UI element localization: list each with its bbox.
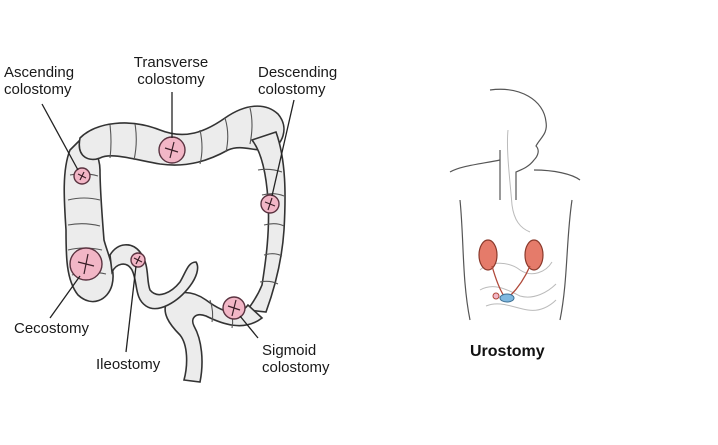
label-descending-line2: colostomy	[258, 81, 326, 98]
urostomy-title: Urostomy	[470, 343, 545, 360]
leader-ileostomy	[125, 265, 137, 353]
stoma-transverse	[158, 136, 186, 164]
label-sigmoid-line1: Sigmoid	[262, 342, 317, 359]
label-ascending-line2: colostomy	[4, 81, 72, 98]
leader-ascending	[41, 103, 79, 171]
leader-descending	[271, 99, 295, 197]
label-sigmoid-colostomy: Sigmoid colostomy	[262, 342, 330, 376]
stoma-ascending	[73, 167, 91, 185]
leader-sigmoid	[239, 315, 259, 339]
label-descending-line1: Descending	[258, 64, 338, 81]
bladder	[499, 293, 515, 303]
right-kidney	[524, 239, 544, 271]
label-descending-colostomy: Descending colostomy	[258, 64, 337, 98]
urostomy-stoma	[492, 292, 500, 300]
stoma-sigmoid	[222, 296, 246, 320]
label-cecostomy: Cecostomy	[14, 320, 90, 337]
urostomy-illustration	[449, 88, 581, 321]
stoma-descending	[260, 194, 280, 214]
label-transverse-line1: Transverse	[133, 54, 209, 71]
label-ascending-colostomy: Ascending colostomy	[4, 64, 74, 98]
label-sigmoid-line2: colostomy	[262, 359, 330, 376]
label-transverse-line2: colostomy	[137, 71, 205, 88]
label-transverse-colostomy: Transverse colostomy	[128, 54, 214, 88]
label-ileostomy: Ileostomy	[96, 356, 161, 373]
stoma-ileostomy	[130, 252, 146, 268]
leader-cecostomy	[49, 275, 81, 319]
left-kidney	[478, 239, 498, 271]
stoma-cecostomy	[69, 247, 103, 281]
label-ascending-line1: Ascending	[4, 64, 75, 81]
